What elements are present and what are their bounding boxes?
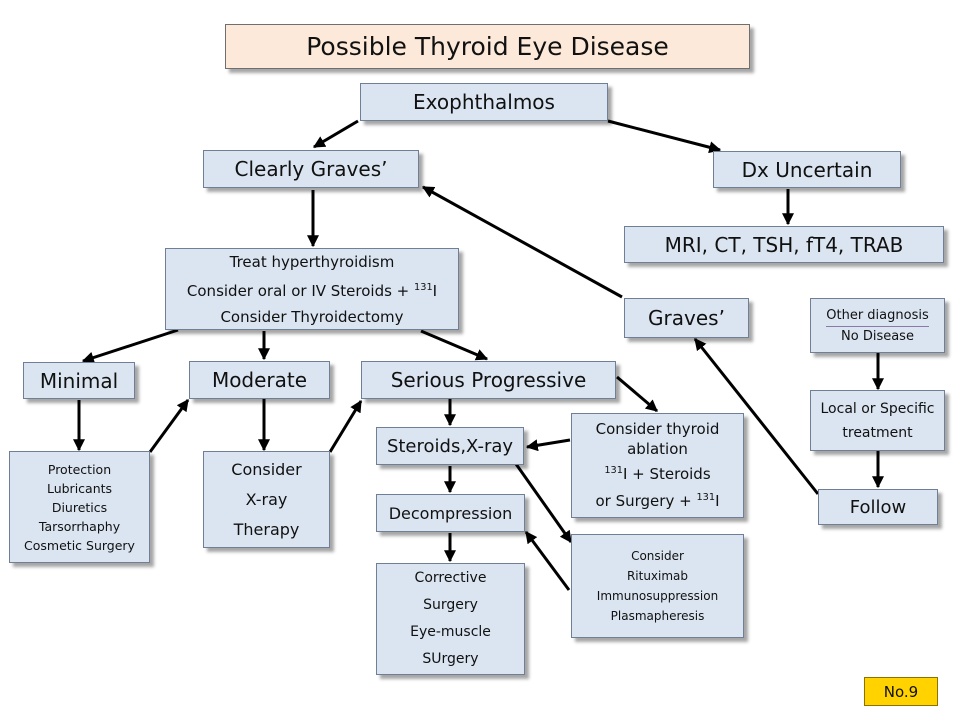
node-decompression: Decompression [376, 494, 525, 532]
node-follow: Follow [818, 489, 938, 525]
xray-therapy-line: Therapy [233, 519, 300, 539]
node-clearly-graves-label: Clearly Graves’ [234, 157, 388, 181]
ablation-line-1: Consider thyroid [595, 419, 720, 438]
slide-number-text: No.9 [883, 682, 919, 701]
node-serious-progressive-label: Serious Progressive [390, 368, 587, 392]
node-tests-label: MRI, CT, TSH, fT4, TRAB [664, 232, 904, 257]
ablation-line-4-sup: 131 [696, 491, 716, 503]
arrow-treat-to-minimal [81, 328, 179, 364]
diagram-title-text: Possible Thyroid Eye Disease [306, 32, 669, 61]
treat-line-3: Consider Thyroidectomy [220, 307, 404, 326]
node-moderate: Moderate [189, 361, 330, 399]
rituximab-line: Rituximab [626, 569, 689, 583]
node-tests: MRI, CT, TSH, fT4, TRAB [624, 226, 944, 263]
arrow-treat-to-serious [420, 329, 489, 361]
node-graves-label: Graves’ [648, 306, 725, 330]
node-steroids-xray: Steroids,X-ray [376, 427, 524, 465]
xray-therapy-line: X-ray [245, 489, 288, 509]
corrective-line: Corrective [414, 570, 487, 586]
arrow-xray-to-serious [328, 399, 363, 453]
node-protection: Protection Lubricants Diuretics Tarsorrh… [9, 451, 150, 563]
node-minimal: Minimal [23, 362, 135, 399]
ablation-line-3-text: I + Steroids [622, 464, 711, 483]
node-serious-progressive: Serious Progressive [361, 361, 616, 399]
ablation-line-3-sup: 131 [604, 464, 623, 476]
ablation-line-2: ablation [627, 439, 688, 458]
node-local-treatment: Local or Specific treatment [810, 390, 945, 451]
arrow-protection-to-moderate [148, 399, 190, 453]
slide-number-badge: No.9 [864, 677, 938, 706]
corrective-line: Eye-muscle [410, 624, 491, 640]
node-treat-hyperthyroidism: Treat hyperthyroidism Consider oral or I… [165, 248, 459, 330]
node-exophthalmos-label: Exophthalmos [413, 90, 555, 114]
node-xray-therapy: Consider X-ray Therapy [203, 451, 330, 548]
local-treatment-line-2: treatment [842, 424, 913, 441]
treat-line-2-text: Consider oral or IV Steroids + [186, 281, 415, 300]
protection-item: Tarsorrhaphy [38, 518, 121, 534]
node-corrective-surgery: Corrective Surgery Eye-muscle SUrgery [376, 563, 525, 675]
arrow-follow-to-graves [693, 338, 820, 495]
other-diagnosis-line-1: Other diagnosis [826, 306, 929, 327]
node-moderate-label: Moderate [211, 368, 308, 392]
node-steroids-xray-label: Steroids,X-ray [386, 435, 514, 457]
other-diagnosis-line-2: No Disease [841, 328, 914, 344]
node-follow-label: Follow [849, 496, 907, 518]
treat-line-2-sup: 131 [414, 281, 433, 293]
node-minimal-label: Minimal [39, 368, 119, 393]
treat-line-2-suffix: I [432, 281, 438, 300]
node-dx-uncertain: Dx Uncertain [713, 151, 901, 188]
arrow-graves-to-clearly [421, 185, 623, 299]
ablation-line-3: 131I + Steroids [604, 459, 710, 486]
arrow-exo-to-uncertain [607, 119, 722, 154]
ablation-line-4: or Surgery + 131I [595, 486, 719, 513]
arrow-ablation-to-steroids [525, 438, 571, 452]
arrow-exo-to-clearly [312, 119, 359, 149]
treat-line-1: Treat hyperthyroidism [229, 252, 395, 271]
node-dx-uncertain-label: Dx Uncertain [741, 157, 873, 182]
protection-item: Protection [47, 461, 112, 477]
node-clearly-graves: Clearly Graves’ [203, 150, 419, 188]
ablation-line-4-suffix: I [715, 491, 720, 510]
arrow-serious-to-ablation [616, 375, 658, 413]
protection-item: Lubricants [46, 480, 113, 496]
local-treatment-line-1: Local or Specific [820, 400, 935, 417]
rituximab-line: Plasmapheresis [610, 609, 705, 623]
node-rituximab: Consider Rituximab Immunosuppression Pla… [571, 534, 744, 638]
rituximab-line: Consider [631, 549, 684, 563]
node-other-diagnosis: Other diagnosis No Disease [810, 298, 945, 353]
node-thyroid-ablation: Consider thyroid ablation 131I + Steroid… [571, 413, 744, 518]
ablation-line-4-text: or Surgery + [595, 491, 697, 510]
node-decompression-label: Decompression [388, 503, 513, 523]
arrow-rituximab-to-decompression [524, 531, 571, 591]
xray-therapy-line: Consider [231, 459, 302, 479]
diagram-title: Possible Thyroid Eye Disease [225, 24, 750, 69]
node-graves: Graves’ [624, 298, 749, 338]
rituximab-line: Immunosuppression [596, 589, 719, 603]
protection-item: Diuretics [51, 499, 108, 515]
corrective-line: Surgery [423, 597, 478, 613]
arrow-steroids-to-rituximab [514, 463, 573, 543]
corrective-line: SUrgery [422, 651, 479, 667]
treat-line-2: Consider oral or IV Steroids + 131I [187, 275, 437, 304]
node-exophthalmos: Exophthalmos [360, 83, 608, 121]
protection-item: Cosmetic Surgery [24, 537, 135, 553]
